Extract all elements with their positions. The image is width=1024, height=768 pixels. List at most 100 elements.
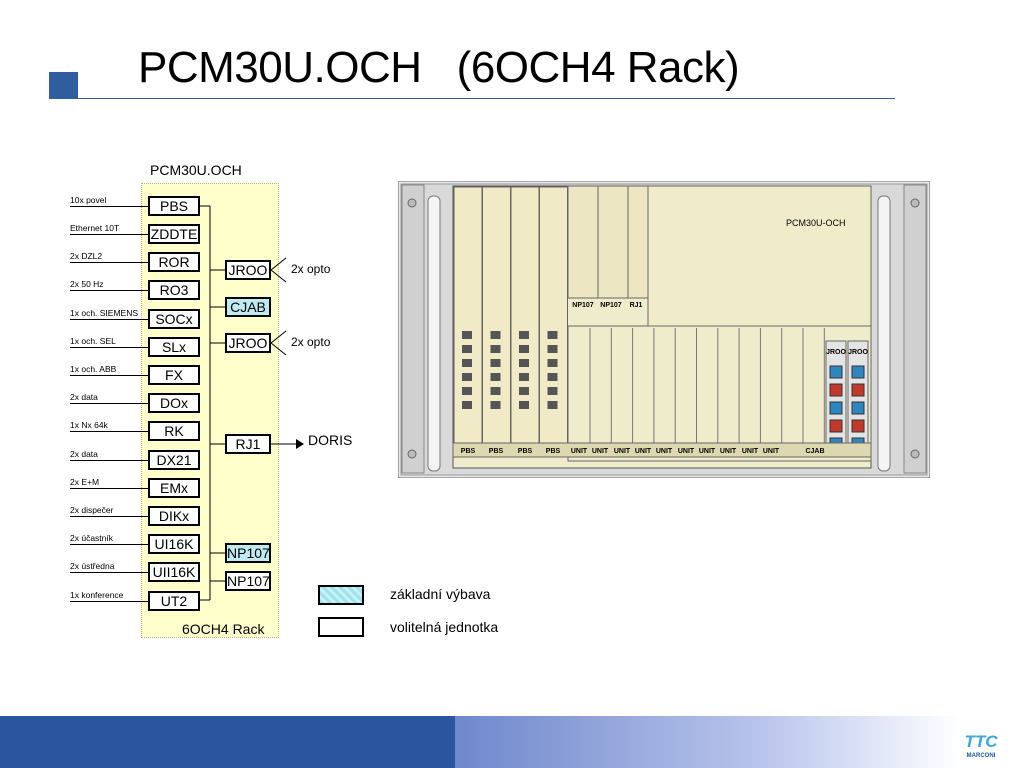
photo-label: PBS (461, 448, 476, 455)
photo-port (462, 345, 472, 353)
module-rj1: RJ1 (225, 434, 271, 454)
module-box: EMx (148, 478, 200, 498)
photo-label: UNIT (592, 448, 609, 455)
signal-label: 1x konference (70, 590, 124, 600)
photo-label: RJ1 (630, 302, 643, 309)
photo-label: JROO (826, 349, 846, 356)
footer-band (0, 716, 1024, 768)
photo-label: UNIT (742, 448, 759, 455)
module-box: SLx (148, 337, 200, 357)
module-np107-basic: NP107 (225, 543, 271, 563)
signal-label: 1x och. ABB (70, 364, 117, 374)
signal-line (70, 234, 148, 235)
photo-port (490, 345, 501, 353)
signal-line (70, 601, 148, 602)
signal-label: 1x Nx 64k (70, 420, 108, 430)
module-box: FX (148, 365, 200, 385)
photo-label: PBS (518, 448, 533, 455)
rack-bottom-label: 6OCH4 Rack (182, 621, 265, 637)
note-opto-1: 2x opto (291, 262, 331, 276)
photo-label: UNIT (656, 448, 673, 455)
photo-port (490, 373, 501, 381)
photo-optical-port (851, 383, 865, 397)
module-box: SOCx (148, 309, 200, 329)
photo-port (519, 345, 529, 353)
photo-port (547, 359, 558, 367)
photo-label: UNIT (763, 448, 780, 455)
signal-line (70, 544, 148, 545)
photo-panel-title: PCM30U-OCH (786, 218, 846, 228)
photo-label: UNIT (635, 448, 652, 455)
photo-label: PBS (546, 448, 561, 455)
photo-port (519, 401, 529, 409)
photo-optical-port (829, 383, 843, 397)
legend-optional-swatch (318, 617, 364, 637)
note-opto-2: 2x opto (291, 335, 331, 349)
logo-letters: TTC (964, 732, 998, 751)
photo-label: JROO (848, 349, 868, 356)
photo-label: UNIT (720, 448, 737, 455)
photo-port (490, 387, 501, 395)
signal-label: 2x účastník (70, 533, 113, 543)
signal-line (70, 262, 148, 263)
signal-label: 2x ústředna (70, 561, 115, 571)
signal-line (70, 572, 148, 573)
module-box: DOx (148, 393, 200, 413)
module-jroo-2: JROO (225, 333, 271, 353)
signal-line (70, 460, 148, 461)
photo-optical-port (851, 401, 865, 415)
photo-pbs-card (510, 186, 540, 444)
legend-basic-label: základní výbava (390, 586, 491, 602)
signal-line (70, 375, 148, 376)
photo-label: CJAB (805, 448, 824, 455)
module-box: UT2 (148, 591, 200, 611)
logo-sub: MARCONI (967, 753, 996, 759)
signal-line (70, 516, 148, 517)
page-title: PCM30U.OCH (6OCH4 Rack) (138, 43, 740, 92)
signal-label: 10x povel (70, 195, 107, 205)
title-accent-square (49, 72, 78, 98)
module-box: PBS (148, 196, 200, 216)
signal-label: 2x DZL2 (70, 251, 103, 261)
module-box: RK (148, 421, 200, 441)
module-box: DIKx (148, 506, 200, 526)
module-box: UI16K (148, 534, 200, 554)
photo-port (547, 373, 558, 381)
module-box: ROR (148, 252, 200, 272)
photo-label: PBS (489, 448, 504, 455)
signal-line (70, 319, 148, 320)
photo-optical-port (829, 419, 843, 433)
photo-port (490, 359, 501, 367)
signal-label: 1x och. SIEMENS (70, 308, 139, 318)
module-np107-optional: NP107 (225, 571, 271, 591)
signal-label: 2x 50 Hz (70, 279, 104, 289)
legend-basic-swatch (318, 585, 364, 605)
photo-pbs-card (539, 186, 568, 444)
signal-line (70, 488, 148, 489)
photo-port (519, 359, 529, 367)
signal-line (70, 290, 148, 291)
signal-label: 2x dispečer (70, 505, 114, 515)
photo-port (490, 331, 501, 339)
module-box: ZDDTE (148, 224, 200, 244)
signal-label: Ethernet 10T (70, 223, 120, 233)
photo-port (462, 331, 472, 339)
signal-label: 2x data (70, 449, 98, 459)
photo-optical-port (829, 401, 843, 415)
photo-label: UNIT (614, 448, 631, 455)
module-box: DX21 (148, 450, 200, 470)
photo-port (462, 359, 472, 367)
photo-port (547, 345, 558, 353)
photo-port (547, 387, 558, 395)
signal-line (70, 431, 148, 432)
signal-line (70, 403, 148, 404)
module-cjab: CJAB (225, 297, 271, 317)
photo-port (462, 387, 472, 395)
photo-label: UNIT (678, 448, 695, 455)
note-doris: DORIS (308, 432, 353, 448)
title-rule (49, 98, 895, 99)
photo-optical-port (829, 365, 843, 379)
photo-port (462, 401, 472, 409)
photo-port (547, 331, 558, 339)
